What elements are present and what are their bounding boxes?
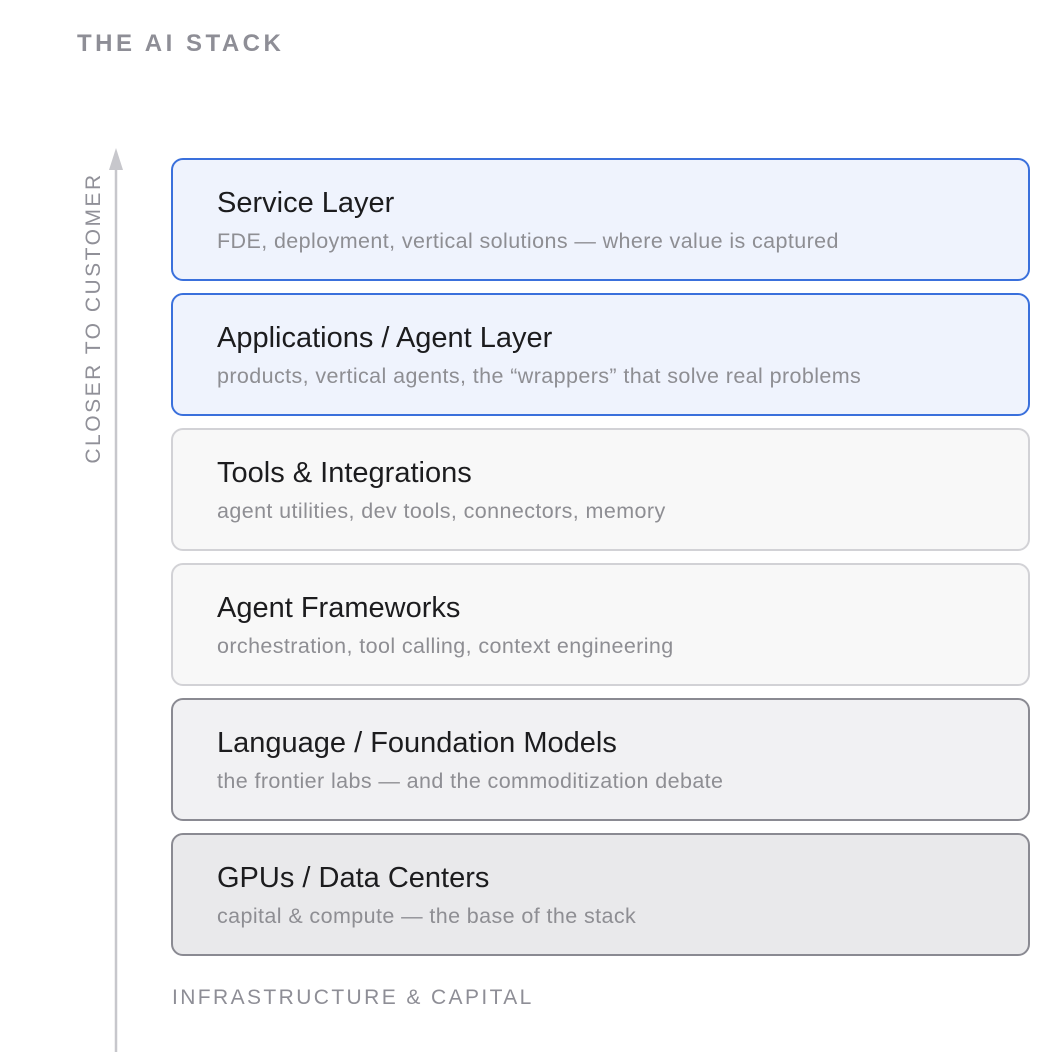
layer-title: GPUs / Data Centers [217,862,490,894]
layer-description: orchestration, tool calling, context eng… [217,634,674,658]
axis-label-closer-to-customer: CLOSER TO CUSTOMER [82,172,105,464]
layer-title: Applications / Agent Layer [217,322,553,354]
footer-label-infrastructure: INFRASTRUCTURE & CAPITAL [172,986,534,1009]
layer-foundation-models: Language / Foundation Models the frontie… [171,698,1030,821]
vertical-axis-arrow [109,148,123,1052]
layer-service: Service Layer FDE, deployment, vertical … [171,158,1030,281]
layer-description: capital & compute — the base of the stac… [217,904,637,928]
layer-description: the frontier labs — and the commoditizat… [217,769,724,793]
layer-title: Agent Frameworks [217,592,461,624]
layer-description: products, vertical agents, the “wrappers… [217,364,862,388]
page-title: THE AI STACK [77,30,285,57]
layer-title: Tools & Integrations [217,457,472,489]
stack-diagram: Service Layer FDE, deployment, vertical … [171,158,1030,968]
layer-description: FDE, deployment, vertical solutions — wh… [217,229,839,253]
layer-gpus-data-centers: GPUs / Data Centers capital & compute — … [171,833,1030,956]
layer-description: agent utilities, dev tools, connectors, … [217,499,666,523]
layer-tools: Tools & Integrations agent utilities, de… [171,428,1030,551]
layer-applications: Applications / Agent Layer products, ver… [171,293,1030,416]
layer-agent-frameworks: Agent Frameworks orchestration, tool cal… [171,563,1030,686]
layer-title: Service Layer [217,187,395,219]
layer-title: Language / Foundation Models [217,727,617,759]
